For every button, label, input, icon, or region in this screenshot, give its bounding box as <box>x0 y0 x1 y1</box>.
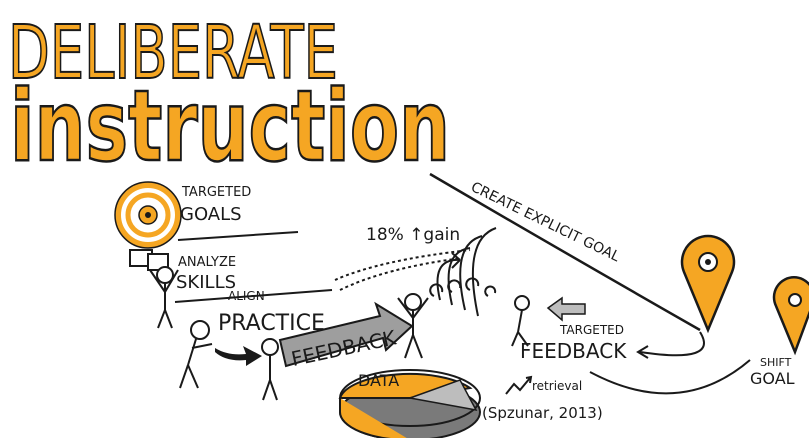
curved-arrows <box>334 227 497 317</box>
label-targeted-feedback-1: TARGETED <box>559 323 624 337</box>
stick-figure-icon <box>129 249 179 329</box>
label-analyze-skills-2: SKILLS <box>176 272 236 293</box>
label-targeted-goals-1: TARGETED <box>181 185 251 200</box>
stick-figure-icon <box>179 320 213 389</box>
stick-figure-icon <box>511 295 530 347</box>
label-gain: 18% ↑gain <box>366 225 460 245</box>
shift-goal-curve <box>589 359 751 395</box>
pie-chart-icon <box>338 369 481 438</box>
label-shift-goal-1: SHIFT <box>760 356 792 369</box>
label-align-practice-2: PRACTICE <box>218 311 325 336</box>
map-pin-icon <box>680 234 736 334</box>
divider-1 <box>177 231 299 241</box>
label-targeted-feedback-2: FEEDBACK <box>520 339 627 363</box>
title-line2: instruction <box>10 70 450 184</box>
feedback-loop-arrow <box>636 331 705 359</box>
stick-figure-icon <box>261 338 279 401</box>
label-targeted-goals-2: GOALS <box>180 204 242 225</box>
label-create-explicit-goal: CREATE EXPLICIT GOAL <box>468 179 622 265</box>
goal-curve <box>429 172 701 332</box>
swirls <box>429 277 497 297</box>
divider-2 <box>174 289 333 303</box>
label-citation: (Spzunar, 2013) <box>482 404 603 422</box>
label-shift-goal-2: GOAL <box>750 369 795 388</box>
label-align-practice-1: ALIGN <box>228 289 265 303</box>
arrow-icon <box>546 296 586 322</box>
target-icon <box>114 181 182 249</box>
arrow-icon <box>215 346 262 366</box>
map-pin-icon <box>772 276 809 356</box>
label-analyze-skills-1: ANALYZE <box>178 255 236 270</box>
label-data: DATA <box>358 371 399 390</box>
trend-arrow-icon <box>505 375 533 395</box>
title-line1: DELIBERATE <box>8 10 338 96</box>
stick-figure-icon <box>397 293 429 359</box>
label-retrieval: retrieval <box>532 379 582 393</box>
